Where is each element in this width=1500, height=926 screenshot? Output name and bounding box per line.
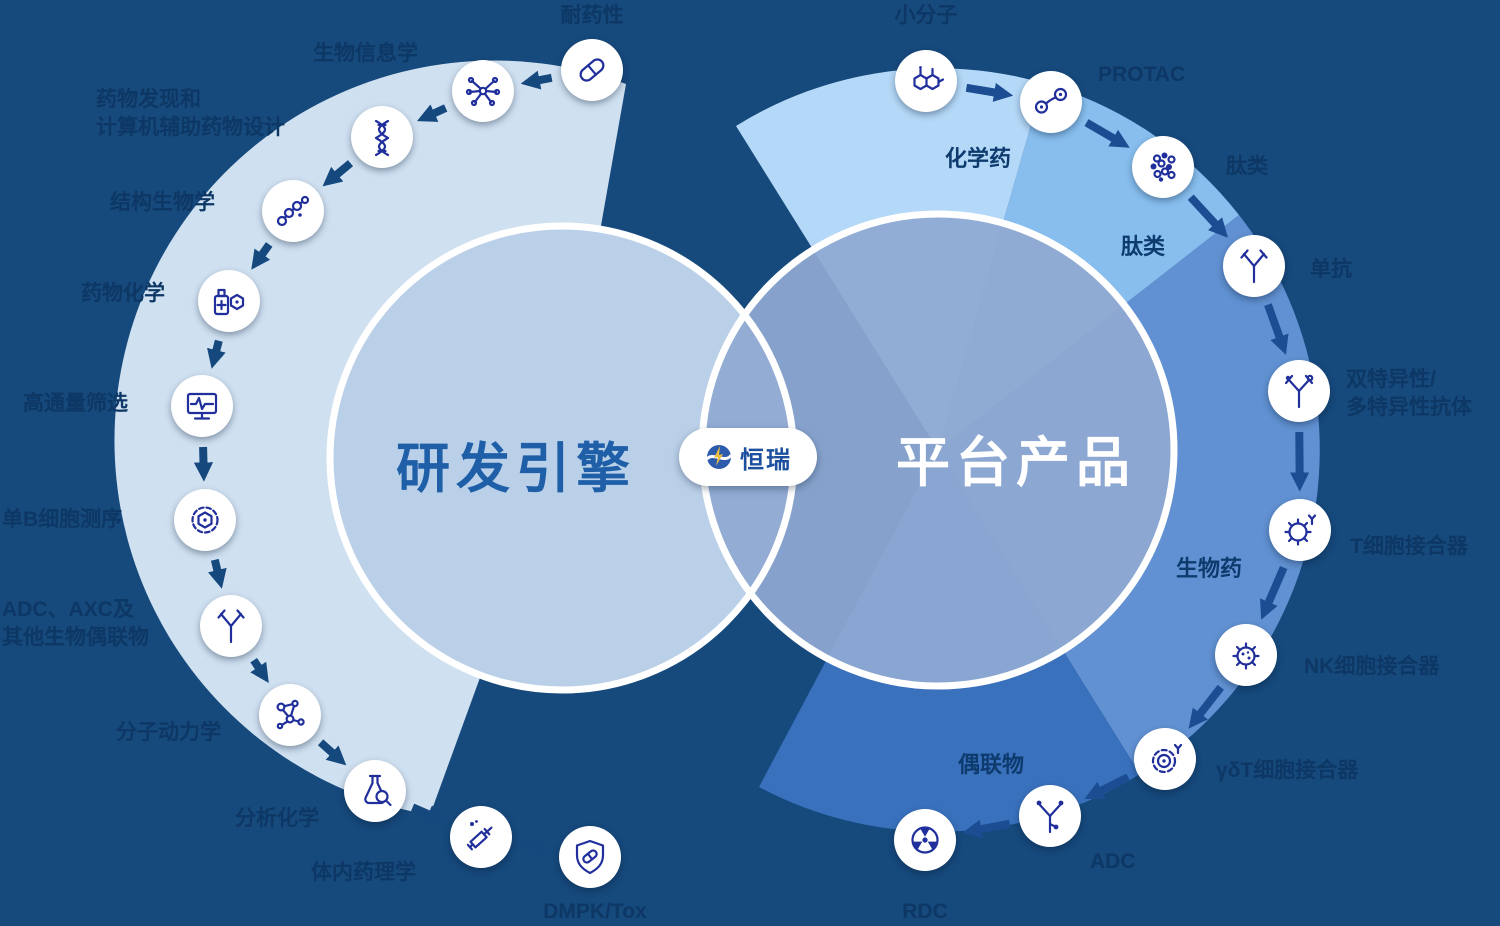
left-node-dmpk-tox <box>559 826 621 888</box>
right-node-small-molecule <box>895 50 957 112</box>
label-gdt-cell-engager: γδT细胞接合器 <box>1216 757 1358 785</box>
label-adc-axc-bioconjugates: ADC、AXC及 其他生物偶联物 <box>2 596 149 653</box>
molecule-network-icon <box>270 695 310 735</box>
label-nk-cell-engager: NK细胞接合器 <box>1304 653 1439 681</box>
right-node-peptides <box>1132 136 1194 198</box>
sector-label-conjugates: 偶联物 <box>958 747 1024 779</box>
label-analytical-chemistry: 分析化学 <box>235 805 319 833</box>
platform-products-title: 平台产品 <box>896 418 1136 497</box>
logo-swoosh-icon <box>704 442 734 472</box>
shield-capsule-icon <box>570 837 610 877</box>
left-node-medicinal-chemistry <box>198 270 260 332</box>
left-node-drug-discovery-cadd <box>351 106 413 168</box>
left-node-molecular-dynamics <box>259 684 321 746</box>
label-medicinal-chemistry: 药物化学 <box>81 280 165 308</box>
rd-engine-title: 研发引擎 <box>396 424 636 503</box>
syringe-molecule-icon <box>461 817 501 857</box>
network-icon <box>463 71 503 111</box>
label-peptides: 肽类 <box>1226 153 1268 181</box>
label-protac: PROTAC <box>1098 61 1185 89</box>
radiation-icon <box>905 820 945 860</box>
antibody-y-icon <box>1234 246 1274 286</box>
nk-cell-icon <box>1226 635 1266 675</box>
label-high-throughput-screening: 高通量筛选 <box>23 390 128 418</box>
adc-payload-icon <box>1030 796 1070 836</box>
right-node-gdt-cell-engager <box>1134 728 1196 790</box>
hengrui-logo: 恒瑞 <box>679 428 817 486</box>
left-node-single-b-cell-sequencing <box>174 489 236 551</box>
right-node-adc <box>1019 785 1081 847</box>
label-small-molecule: 小分子 <box>846 2 1006 30</box>
left-node-adc-axc-bioconjugates <box>200 595 262 657</box>
benzene-rings-icon <box>906 61 946 101</box>
label-single-b-cell-sequencing: 单B细胞测序 <box>2 506 122 534</box>
right-node-monoclonal-antibody <box>1223 235 1285 297</box>
label-in-vivo-pharmacology: 体内药理学 <box>311 859 416 887</box>
right-node-rdc <box>894 809 956 871</box>
concentric-cell-icon <box>1145 739 1185 779</box>
flask-magnifier-icon <box>355 771 395 811</box>
label-drug-discovery-cadd: 药物发现和 计算机辅助药物设计 <box>96 86 285 143</box>
label-structural-biology: 结构生物学 <box>110 189 215 217</box>
left-node-analytical-chemistry <box>344 760 406 822</box>
left-node-bioinformatics <box>452 60 514 122</box>
label-dmpk-tox: DMPK/Tox <box>520 898 670 926</box>
sector-label-peptides: 肽类 <box>1121 229 1165 261</box>
bispecific-antibody-icon <box>1279 371 1319 411</box>
left-node-in-vivo-pharmacology <box>450 806 512 868</box>
right-node-t-cell-engager <box>1269 499 1331 561</box>
sector-label-chemical-drugs: 化学药 <box>945 141 1011 173</box>
label-t-cell-engager: T细胞接合器 <box>1350 533 1468 561</box>
molecule-chain-icon <box>273 191 313 231</box>
cell-hexagon-icon <box>185 500 225 540</box>
screen-pulse-icon <box>182 386 222 426</box>
right-node-bispecific-antibody <box>1268 360 1330 422</box>
right-node-nk-cell-engager <box>1215 624 1277 686</box>
protac-linker-icon <box>1031 82 1071 122</box>
label-adc: ADC <box>1090 848 1136 876</box>
left-node-drug-resistance <box>561 39 623 101</box>
label-bioinformatics: 生物信息学 <box>313 40 418 68</box>
bead-cluster-icon <box>1143 147 1183 187</box>
right-node-protac <box>1020 71 1082 133</box>
medicine-bottle-icon <box>209 281 249 321</box>
left-node-structural-biology <box>262 180 324 242</box>
label-rdc: RDC <box>880 898 970 926</box>
label-bispecific-antibody: 双特异性/ 多特异性抗体 <box>1346 366 1472 423</box>
pill-icon <box>572 50 612 90</box>
label-molecular-dynamics: 分子动力学 <box>116 719 221 747</box>
sector-label-biologics: 生物药 <box>1176 551 1242 583</box>
label-monoclonal-antibody: 单抗 <box>1310 256 1352 284</box>
label-drug-resistance: 耐药性 <box>512 2 672 30</box>
left-node-high-throughput-screening <box>171 375 233 437</box>
spiky-cell-icon <box>1280 510 1320 550</box>
logo-text: 恒瑞 <box>740 440 792 475</box>
antibody-y-icon <box>211 606 251 646</box>
dna-icon <box>362 117 402 157</box>
